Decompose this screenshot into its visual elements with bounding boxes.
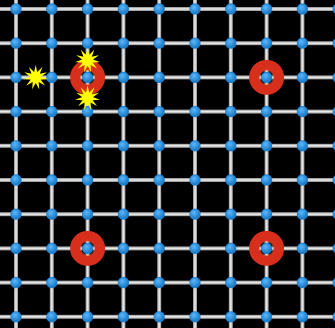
grid-node[interactable] [154, 38, 164, 48]
grid-node[interactable] [82, 106, 92, 116]
grid-node[interactable] [154, 106, 164, 116]
grid-node[interactable] [297, 72, 307, 82]
grid-node[interactable] [297, 277, 307, 287]
grid-node[interactable] [47, 209, 57, 219]
grid-node[interactable] [297, 4, 307, 14]
grid-node[interactable] [154, 4, 164, 14]
grid-node[interactable] [226, 243, 236, 253]
rings-layer [75, 65, 279, 261]
grid-node[interactable] [226, 38, 236, 48]
grid-node[interactable] [261, 209, 271, 219]
grid-node[interactable] [190, 106, 200, 116]
grid-node[interactable] [297, 38, 307, 48]
grid-node[interactable] [154, 175, 164, 185]
grid-node[interactable] [190, 72, 200, 82]
grid-node[interactable] [11, 38, 21, 48]
grid-node[interactable] [226, 72, 236, 82]
grid-node[interactable] [154, 277, 164, 287]
grid-node[interactable] [261, 175, 271, 185]
grid-node[interactable] [261, 277, 271, 287]
grid-node[interactable] [82, 277, 92, 287]
grid-node[interactable] [118, 38, 128, 48]
grid-node[interactable] [118, 312, 128, 322]
grid-node[interactable] [47, 312, 57, 322]
grid-node[interactable] [82, 312, 92, 322]
grid-node[interactable] [190, 243, 200, 253]
grid-node[interactable] [226, 106, 236, 116]
grid-node[interactable] [118, 72, 128, 82]
grid-node[interactable] [190, 175, 200, 185]
grid-node[interactable] [154, 312, 164, 322]
grid-node[interactable] [190, 312, 200, 322]
grid-node[interactable] [118, 175, 128, 185]
grid-node[interactable] [118, 141, 128, 151]
grid-node[interactable] [11, 72, 21, 82]
grid-node[interactable] [82, 72, 92, 82]
grid-node[interactable] [226, 175, 236, 185]
grid-node[interactable] [47, 38, 57, 48]
grid-node[interactable] [226, 277, 236, 287]
grid-node[interactable] [11, 312, 21, 322]
grid-node[interactable] [11, 243, 21, 253]
grid-node[interactable] [226, 312, 236, 322]
grid-node[interactable] [154, 243, 164, 253]
grid-node[interactable] [297, 175, 307, 185]
grid-node[interactable] [190, 141, 200, 151]
grid-node[interactable] [47, 4, 57, 14]
grid-node[interactable] [190, 38, 200, 48]
grid-node[interactable] [118, 4, 128, 14]
grid-node[interactable] [297, 209, 307, 219]
grid-node[interactable] [297, 141, 307, 151]
grid-node[interactable] [261, 4, 271, 14]
grid-node[interactable] [11, 4, 21, 14]
grid-node[interactable] [11, 175, 21, 185]
grid-node[interactable] [190, 209, 200, 219]
grid-node[interactable] [226, 141, 236, 151]
grid-node[interactable] [11, 141, 21, 151]
grid-node[interactable] [82, 243, 92, 253]
grid-node[interactable] [154, 72, 164, 82]
grid-node[interactable] [118, 243, 128, 253]
grid-node[interactable] [11, 209, 21, 219]
grid-node[interactable] [118, 106, 128, 116]
grid-node[interactable] [190, 4, 200, 14]
grid-node[interactable] [47, 175, 57, 185]
grid-node[interactable] [261, 312, 271, 322]
grid-node[interactable] [190, 277, 200, 287]
grid-node[interactable] [261, 38, 271, 48]
grid-node[interactable] [297, 312, 307, 322]
grid-node[interactable] [261, 106, 271, 116]
grid-node[interactable] [82, 4, 92, 14]
grid-node[interactable] [47, 72, 57, 82]
grid-node[interactable] [82, 175, 92, 185]
grid-node[interactable] [82, 38, 92, 48]
grid-node[interactable] [47, 243, 57, 253]
grid-node[interactable] [261, 72, 271, 82]
grid-node[interactable] [226, 4, 236, 14]
grid-node[interactable] [82, 209, 92, 219]
grid-node[interactable] [47, 106, 57, 116]
grid-node[interactable] [154, 141, 164, 151]
grid-node[interactable] [11, 106, 21, 116]
grid-node[interactable] [297, 243, 307, 253]
grid-node[interactable] [11, 277, 21, 287]
grid-node[interactable] [261, 141, 271, 151]
grid-node[interactable] [82, 141, 92, 151]
grid-node[interactable] [261, 243, 271, 253]
grid-nodes [11, 4, 335, 322]
grid-node[interactable] [297, 106, 307, 116]
grid-node[interactable] [118, 277, 128, 287]
grid-node[interactable] [118, 209, 128, 219]
grid-node[interactable] [154, 209, 164, 219]
grid-node[interactable] [47, 141, 57, 151]
grid-node[interactable] [47, 277, 57, 287]
grid-node[interactable] [226, 209, 236, 219]
